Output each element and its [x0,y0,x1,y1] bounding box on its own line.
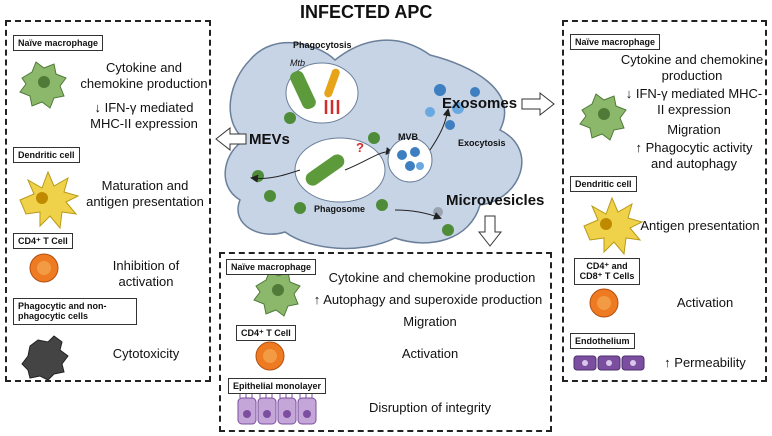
exocytosis-arrow [429,108,451,151]
mvb-label: MVB [398,132,418,142]
right-naive-effect-4: ↑ Phagocytic activity and autophagy [635,140,753,172]
microvesicles-label: Microvesicles [446,192,545,209]
exosome-icon [470,87,480,97]
left-panel [5,20,211,382]
left-naive-macrophage-label: Naïve macrophage [13,35,104,52]
arrow-to-bottom-panel [477,215,503,247]
exosome-icon [405,161,415,171]
epithelial-monolayer-icon [237,392,317,425]
bottom-panel [219,252,552,432]
mevs-arrow [250,169,301,183]
bottom-cd4-label: CD4⁺ T Cell [236,325,296,342]
right-naive-macrophage-label: Naïve macrophage [570,34,661,51]
right-naive-effect-1: Cytokine and chemokine production [620,52,764,84]
macrophage-icon [253,269,301,317]
mev-icon [368,132,380,144]
left-naive-effect-2: ↓ IFN-γ mediated MHC-II expression [90,100,198,132]
exosome-icon [410,147,420,157]
right-naive-effect-3: Migration [667,122,721,137]
right-t-cells-effect: Activation [676,295,734,310]
phagosome [294,137,386,203]
cd4-t-cell-icon [255,341,285,371]
arrow-to-right-panel [521,91,555,117]
mtb-label: Mtb [290,58,306,68]
right-t-cells-label: CD4⁺ and CD8⁺ T Cells [574,258,640,285]
exosome-icon [397,150,407,160]
right-dendritic-effect: Antigen presentation [640,218,760,233]
left-naive-effect-1: Cytokine and chemokine production [80,60,208,92]
bottom-naive-effect-1: Cytokine and chemokine production [328,270,536,285]
mtb-bacterium-icon [290,70,316,110]
t-cell-icon [589,288,619,318]
right-endothelium-label: Endothelium [570,333,635,350]
left-cd4-effect: Inhibition of activation [112,258,180,290]
phagosome-label: Phagosome [314,204,366,214]
right-naive-effect-2: ↓ IFN-γ mediated MHC-II expression [625,86,763,118]
bottom-naive-effect-2: ↑ Autophagy and superoxide production [313,292,543,307]
left-dendritic-effect: Maturation and antigen presentation [86,178,204,210]
mevs-label: MEVs [249,131,290,148]
exosome-icon [452,102,464,114]
mev-icon [376,199,388,211]
exosome-icon [445,120,455,130]
multivesicular-body [387,137,433,183]
endothelium-icon [573,355,645,371]
left-cd4-label: CD4⁺ T Cell [13,233,73,250]
bottom-epithelial-effect: Disruption of integrity [368,400,492,415]
exocytosis-label: Exocytosis [458,138,506,148]
dendritic-cell-icon [583,196,644,256]
exosomes-label: Exosomes [442,95,518,112]
bottom-naive-effect-3: Migration [403,314,457,329]
arrow-to-left-panel [215,126,247,152]
microvesicle-arrow [394,209,442,220]
bottom-cd4-effect: Activation [401,346,459,361]
receptor-icon [324,100,340,114]
mtb-bacterium-icon [324,68,340,98]
dendritic-cell-icon [19,170,80,230]
question-mark: ? [356,140,364,155]
macrophage-icon [19,61,67,109]
right-panel [562,20,767,382]
left-phagocytic-label: Phagocytic and non-phagocytic cells [13,298,137,325]
diagram-title: INFECTED APC [300,2,433,22]
left-dendritic-cell-label: Dendritic cell [13,147,80,164]
mev-icon [264,190,276,202]
exosome-icon [425,107,435,117]
bottom-naive-macrophage-label: Naïve macrophage [226,259,317,276]
phagocytosis-label: Phagocytosis [293,40,352,50]
mev-icon [294,202,306,214]
cytotoxic-cell-icon [21,335,69,381]
bottom-epithelial-label: Epithelial monolayer [228,378,327,395]
mev-icon [252,170,264,182]
right-dendritic-cell-label: Dendritic cell [570,176,637,193]
mev-icon [442,224,454,236]
cd4-t-cell-icon [29,253,59,283]
mtb-bacterium-icon [305,154,345,186]
macrophage-icon [579,93,627,141]
right-endothelium-effect: ↑ Permeability [664,355,746,370]
exosome-icon [434,84,446,96]
left-phagocytic-effect: Cytotoxicity [112,346,180,361]
exosome-icon [416,162,424,170]
mev-icon [284,112,296,124]
